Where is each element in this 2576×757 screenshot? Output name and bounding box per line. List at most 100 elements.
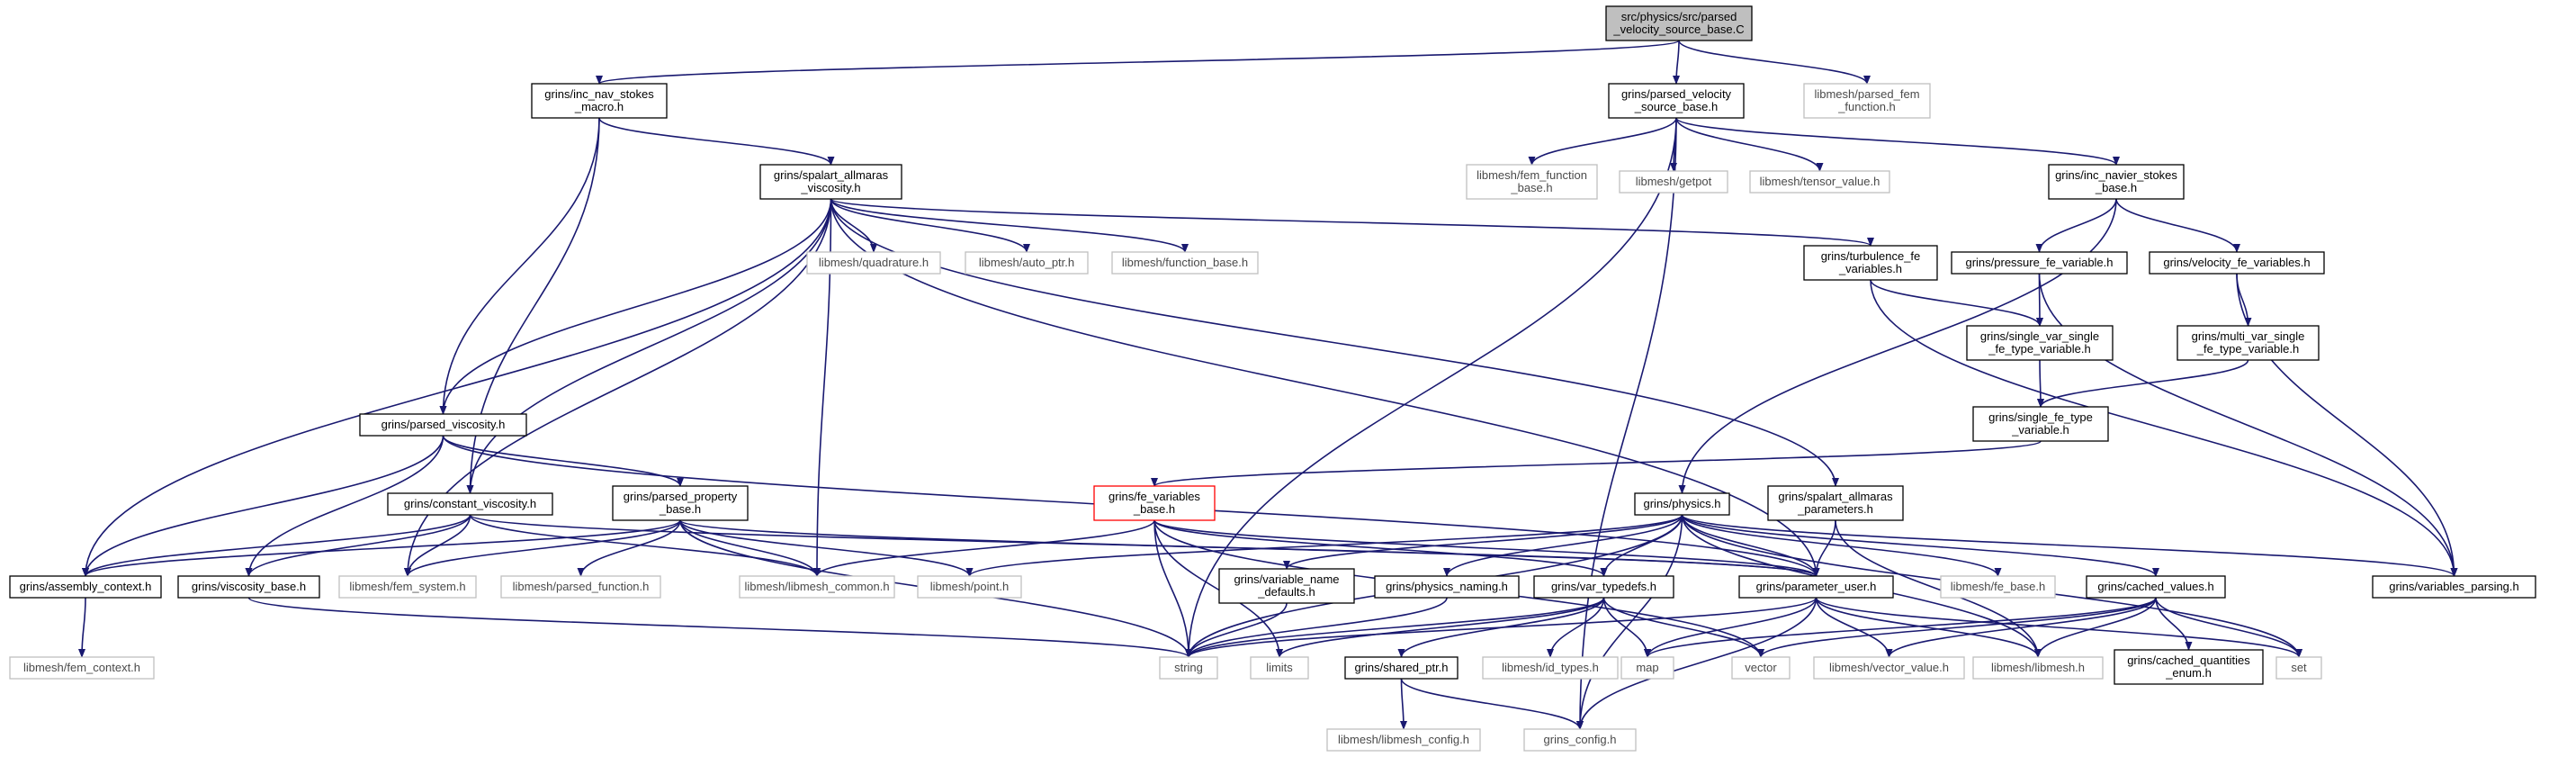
- node-box: [1466, 164, 1598, 200]
- node-pressure-fe-variable[interactable]: grins/pressure_fe_variable.h: [1951, 251, 2128, 275]
- node-velocity-fe-variables[interactable]: grins/velocity_fe_variables.h: [2149, 251, 2325, 275]
- node-var-typedefs[interactable]: grins/var_typedefs.h: [1533, 575, 1674, 599]
- node-assembly-context[interactable]: grins/assembly_context.h: [9, 575, 162, 599]
- node-label-line: grins/assembly_context.h: [20, 580, 152, 593]
- edge-cached_values-to-map: [1644, 597, 2157, 658]
- node-label-line: grins/parameter_user.h: [1756, 580, 1877, 593]
- node-label-line: _function.h: [1837, 100, 1896, 113]
- edge-inc_navier_stokes_base-to-physics: [1678, 198, 2117, 494]
- node-label-line: string: [1174, 661, 1203, 674]
- node-physics-naming[interactable]: grins/physics_naming.h: [1374, 575, 1520, 599]
- node-box: [359, 413, 527, 437]
- edge-cached_values-to-set: [2155, 597, 2302, 658]
- node-label-line: grins/constant_viscosity.h: [404, 497, 536, 510]
- node-function-base: libmesh/function_base.h: [1111, 251, 1259, 275]
- node-vector-value: libmesh/vector_value.h: [1813, 656, 1965, 680]
- node-single-fe-type-variable[interactable]: grins/single_fe_type_variable.h: [1972, 406, 2109, 442]
- edge-var_typedefs-to-string: [1185, 597, 1605, 658]
- edge-turbulence_fe_variables-to-single_var_single_fe_type_variable: [1870, 279, 2043, 327]
- edge-parsed_velocity_source_base-to-tensor_value: [1675, 117, 1824, 172]
- node-box: [1731, 656, 1791, 680]
- node-fem-system: libmesh/fem_system.h: [338, 575, 477, 599]
- edge-spalart_allmaras_viscosity-to-assembly_context: [82, 198, 832, 577]
- edge-inc_nav_stokes_macro-to-spalart_allmaras_viscosity: [598, 117, 835, 166]
- node-label-line: grins/multi_var_single: [2192, 329, 2305, 343]
- node-label-line: grins/parsed_viscosity.h: [381, 418, 506, 431]
- edge-var_typedefs-to-id_types: [1547, 597, 1605, 658]
- node-single-var-single-fe-type-variable[interactable]: grins/single_var_single_fe_type_variable…: [1966, 325, 2114, 361]
- edge-physics-to-cached_values: [1681, 514, 2159, 577]
- node-spalart-allmaras-parameters[interactable]: grins/spalart_allmaras_parameters.h: [1767, 485, 1904, 521]
- node-quadrature: libmesh/quadrature.h: [806, 251, 941, 275]
- node-inc-nav-stokes-macro[interactable]: grins/inc_nav_stokes_macro.h: [531, 83, 668, 119]
- node-turbulence-fe-variables[interactable]: grins/turbulence_fe_variables.h: [1803, 245, 1938, 281]
- node-map: map: [1620, 656, 1674, 680]
- node-label-line: libmesh/libmesh_common.h: [744, 580, 889, 593]
- edge-single_var_single_fe_type_variable-to-single_fe_type_variable: [2036, 359, 2044, 408]
- node-fe-variables-base[interactable]: grins/fe_variables_base.h: [1093, 485, 1216, 521]
- node-label-line: grins/variables_parsing.h: [2389, 580, 2519, 593]
- edge-physics-to-variables_parsing: [1681, 514, 2458, 577]
- edge-constant_viscosity-to-viscosity_base: [245, 514, 471, 577]
- node-label-line: grins/cached_quantities: [2127, 653, 2250, 667]
- node-cached-values[interactable]: grins/cached_values.h: [2086, 575, 2226, 599]
- edge-parsed_property_base-to-fem_system: [404, 519, 681, 577]
- node-box: [1966, 325, 2114, 361]
- edge-parameter_user-to-grins_config: [1576, 597, 1818, 730]
- edge-layer: [78, 40, 2458, 730]
- node-parsed-function: libmesh/parsed_function.h: [500, 575, 661, 599]
- node-cached-quantities-enum[interactable]: grins/cached_quantities_enum.h: [2114, 649, 2264, 685]
- node-parsed-property-base[interactable]: grins/parsed_property_base.h: [612, 485, 749, 521]
- edge-spalart_allmaras_viscosity-to-auto_ptr: [830, 198, 1030, 253]
- node-root[interactable]: src/physics/src/parsed_velocity_source_b…: [1605, 5, 1753, 41]
- edge-physics_naming-to-string: [1185, 597, 1448, 658]
- node-box: [1813, 656, 1965, 680]
- node-label-line: libmesh/quadrature.h: [819, 256, 929, 269]
- node-variables-parsing[interactable]: grins/variables_parsing.h: [2372, 575, 2536, 599]
- node-constant-viscosity[interactable]: grins/constant_viscosity.h: [387, 492, 553, 516]
- node-label-line: libmesh/id_types.h: [1502, 661, 1599, 674]
- node-label-line: libmesh/libmesh_config.h: [1338, 733, 1469, 746]
- node-label-line: set: [2291, 661, 2307, 674]
- edge-shared_ptr-to-grins_config: [1400, 678, 1584, 730]
- node-viscosity-base[interactable]: grins/viscosity_base.h: [177, 575, 320, 599]
- edge-parsed_velocity_source_base-to-inc_navier_stokes_base: [1675, 117, 2120, 166]
- node-box: [387, 492, 553, 516]
- node-parameter-user[interactable]: grins/parameter_user.h: [1738, 575, 1894, 599]
- node-label-line: grins/variable_name: [1234, 572, 1339, 586]
- edge-parameter_user-to-set: [1815, 597, 2302, 658]
- node-parsed-velocity-source-base[interactable]: grins/parsed_velocity_source_base.h: [1608, 83, 1745, 119]
- node-box: [1374, 575, 1520, 599]
- node-shared-ptr[interactable]: grins/shared_ptr.h: [1344, 656, 1459, 680]
- node-box: [2048, 164, 2185, 200]
- node-label-line: src/physics/src/parsed: [1621, 10, 1737, 23]
- edge-parsed_property_base-to-point: [679, 519, 974, 577]
- edge-parsed_property_base-to-libmesh_common: [679, 519, 821, 577]
- node-box: [759, 164, 902, 200]
- node-box: [1738, 575, 1894, 599]
- edge-var_typedefs-to-vector: [1602, 597, 1764, 658]
- node-parsed-viscosity[interactable]: grins/parsed_viscosity.h: [359, 413, 527, 437]
- edge-parameter_user-to-string: [1185, 597, 1818, 658]
- edge-cached_values-to-vector_value: [1885, 597, 2157, 658]
- node-variable-name-defaults[interactable]: grins/variable_name_defaults.h: [1218, 568, 1355, 604]
- edge-physics-to-grins_config: [1576, 514, 1683, 730]
- edge-cached_values-to-vector: [1757, 597, 2157, 658]
- edge-parsed_viscosity-to-viscosity_base: [245, 435, 444, 577]
- edge-physics-to-point: [965, 514, 1683, 577]
- node-box: [9, 575, 162, 599]
- node-label-line: grins/parsed_property: [624, 490, 738, 503]
- node-multi-var-single-fe-type-variable[interactable]: grins/multi_var_single_fe_type_variable.…: [2177, 325, 2320, 361]
- node-label-line: grins/spalart_allmaras: [774, 168, 889, 182]
- node-box: [9, 656, 155, 680]
- edge-parsed_property_base-to-assembly_context: [82, 519, 681, 577]
- node-box: [1620, 656, 1674, 680]
- edge-assembly_context-to-fem_context: [78, 597, 86, 658]
- node-spalart-allmaras-viscosity[interactable]: grins/spalart_allmaras_viscosity.h: [759, 164, 902, 200]
- node-physics[interactable]: grins/physics.h: [1634, 492, 1730, 516]
- node-vector: vector: [1731, 656, 1791, 680]
- node-box: [1326, 728, 1481, 752]
- node-inc-navier-stokes-base[interactable]: grins/inc_navier_stokes_base.h: [2048, 164, 2185, 200]
- edge-spalart_allmaras_parameters-to-libmesh: [1835, 519, 2042, 658]
